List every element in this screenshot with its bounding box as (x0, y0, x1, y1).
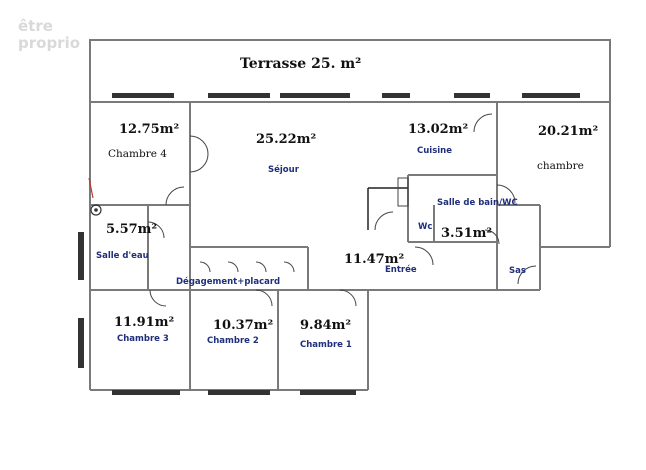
chambre2-name: Chambre 2 (207, 336, 259, 346)
door (517, 265, 537, 285)
salle-eau-name: Salle d'eau (96, 251, 149, 261)
cuisine-name: Cuisine (417, 146, 452, 156)
window (522, 93, 580, 98)
door (484, 229, 500, 245)
windows (78, 93, 580, 395)
window (78, 232, 84, 280)
door (496, 184, 516, 204)
chambre3-area: 11.91m² (114, 315, 175, 330)
entry-marker-dot (94, 208, 98, 212)
door (473, 113, 493, 133)
watermark-line1: être (18, 17, 53, 35)
window (112, 390, 180, 395)
door (414, 246, 434, 266)
window (78, 318, 84, 368)
terrace-label: Terrasse 25. m² (240, 56, 362, 72)
window (300, 390, 356, 395)
entree-name: Entrée (385, 265, 417, 275)
door (189, 135, 209, 155)
chambre1-name: Chambre 1 (300, 340, 352, 350)
placard-door (199, 261, 211, 273)
entry-marker-icon (90, 204, 102, 216)
door (189, 153, 209, 173)
chambre4-area: 12.75m² (119, 122, 180, 137)
chambre-area: 20.21m² (538, 124, 599, 139)
doors (147, 113, 537, 307)
door (149, 289, 167, 307)
door (374, 211, 394, 231)
cuisine-area: 13.02m² (408, 122, 469, 137)
placard-door (255, 261, 267, 273)
salle-bain-name: Salle de bain/WC (437, 198, 518, 208)
entree-area: 11.47m² (344, 252, 405, 267)
wc-area: 3.51m² (441, 226, 493, 241)
sejour-name: Séjour (268, 165, 299, 175)
cabinet (397, 177, 409, 207)
chambre3-name: Chambre 3 (117, 334, 169, 344)
degagement-name: Dégagement+placard (176, 277, 281, 287)
salle-eau-area: 5.57m² (106, 222, 158, 237)
sejour-area: 25.22m² (256, 132, 317, 147)
window (280, 93, 350, 98)
window (382, 93, 410, 98)
watermark: être proprio (18, 18, 80, 52)
chambre2-area: 10.37m² (213, 318, 274, 333)
window (112, 93, 174, 98)
chambre-name: chambre (537, 160, 584, 172)
door (255, 289, 273, 307)
terrace-wall (89, 39, 611, 102)
walls (89, 39, 611, 391)
placard-door (227, 261, 239, 273)
window (208, 93, 270, 98)
chambre1-area: 9.84m² (300, 318, 352, 333)
wc-name: Wc (418, 222, 433, 232)
placard-door (283, 261, 295, 273)
door (147, 221, 165, 239)
door (339, 289, 357, 307)
entry-arrow-icon (88, 177, 94, 199)
chambre4-name: Chambre 4 (108, 148, 167, 160)
sas-name: Sas (509, 266, 526, 276)
window (208, 390, 270, 395)
window (454, 93, 490, 98)
door (165, 186, 185, 206)
watermark-line2: proprio (18, 34, 81, 52)
